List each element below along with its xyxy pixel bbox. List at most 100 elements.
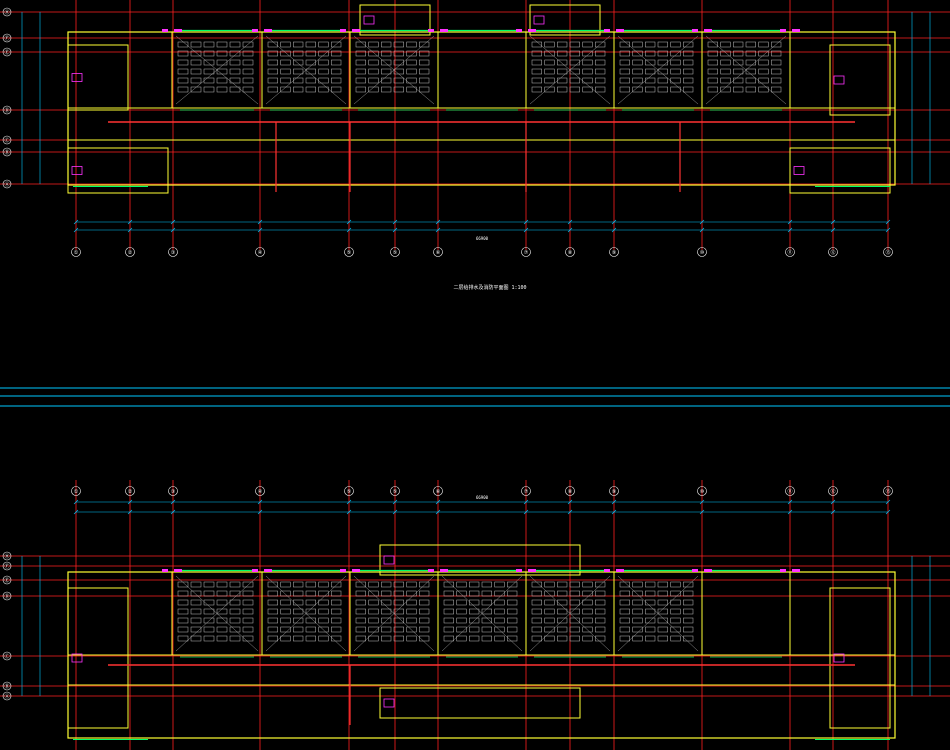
column-label-bubble: [697, 486, 707, 496]
desk: [632, 68, 643, 75]
desk: [318, 86, 329, 93]
desk: [368, 635, 379, 642]
desk: [531, 77, 542, 84]
desk: [745, 50, 756, 57]
desk: [531, 590, 542, 597]
dim-tick: [346, 499, 352, 505]
desk: [569, 626, 580, 633]
desk: [280, 590, 291, 597]
desk: [683, 626, 694, 633]
desk: [381, 59, 392, 66]
desk: [481, 599, 492, 606]
dim-tick: [699, 499, 705, 505]
end-block-wall: [829, 587, 891, 729]
dim-tick: [567, 227, 573, 233]
desk: [619, 86, 630, 93]
row-label-bubble: [2, 47, 12, 57]
desk: [569, 50, 580, 57]
wall-fixture: [428, 29, 434, 32]
desk: [456, 617, 467, 624]
classroom-desks: [177, 41, 782, 93]
sheet-separator: [0, 387, 950, 407]
desk: [443, 590, 454, 597]
desk: [355, 590, 366, 597]
desk: [733, 77, 744, 84]
toilet-fixture: [71, 73, 83, 82]
dim-tick: [435, 509, 441, 515]
desk: [216, 599, 228, 606]
desk: [331, 59, 342, 66]
desk: [758, 68, 769, 75]
desk: [280, 77, 291, 84]
desk: [267, 86, 278, 93]
desk: [419, 599, 430, 606]
desk: [318, 59, 329, 66]
column-label-bubble: [609, 486, 619, 496]
desk: [318, 581, 329, 588]
desk: [280, 68, 291, 75]
row-label: Ⓗ: [4, 9, 9, 16]
desk: [582, 86, 593, 93]
desk: [582, 626, 593, 633]
column-label: ⑨: [612, 250, 617, 256]
dim-tick: [170, 219, 176, 225]
wall-fixture: [528, 569, 536, 572]
desk: [645, 635, 656, 642]
row-label-bubble: [2, 105, 12, 115]
desk: [632, 50, 643, 57]
desk: [406, 77, 417, 84]
desk: [720, 50, 731, 57]
dim-tick: [257, 227, 263, 233]
dim-tick: [611, 219, 617, 225]
column-label: ⑤: [393, 250, 398, 256]
doors-fixtures: [71, 15, 845, 175]
dim-tick: [787, 499, 793, 505]
desk: [657, 626, 668, 633]
desk: [190, 590, 202, 597]
desk: [177, 50, 189, 57]
desk: [381, 599, 392, 606]
desk: [595, 50, 606, 57]
desk: [481, 626, 492, 633]
dim-tick: [435, 219, 441, 225]
row-label-bubble: [2, 135, 12, 145]
column-label-bubble: [609, 247, 619, 257]
desk: [582, 608, 593, 615]
desk: [305, 581, 316, 588]
desk: [203, 50, 215, 57]
desk: [645, 590, 656, 597]
desk: [507, 599, 518, 606]
desk: [758, 50, 769, 57]
desk: [318, 41, 329, 48]
dim-tick: [830, 219, 836, 225]
desk: [733, 68, 744, 75]
dim-tick: [73, 509, 79, 515]
dim-tick: [127, 219, 133, 225]
desk: [569, 599, 580, 606]
toilet-fixture: [383, 555, 395, 565]
desk: [531, 608, 542, 615]
desk: [305, 77, 316, 84]
desk: [381, 86, 392, 93]
desk: [280, 617, 291, 624]
desk: [544, 590, 555, 597]
desk: [645, 77, 656, 84]
desk: [267, 608, 278, 615]
desk: [531, 635, 542, 642]
desk: [507, 626, 518, 633]
desk: [393, 41, 404, 48]
desk: [544, 608, 555, 615]
desk: [595, 41, 606, 48]
desk: [419, 608, 430, 615]
desk: [419, 617, 430, 624]
dim-tick: [127, 499, 133, 505]
desk: [381, 635, 392, 642]
dim-tick: [611, 499, 617, 505]
desk: [393, 59, 404, 66]
desk: [557, 599, 568, 606]
desk: [619, 50, 630, 57]
